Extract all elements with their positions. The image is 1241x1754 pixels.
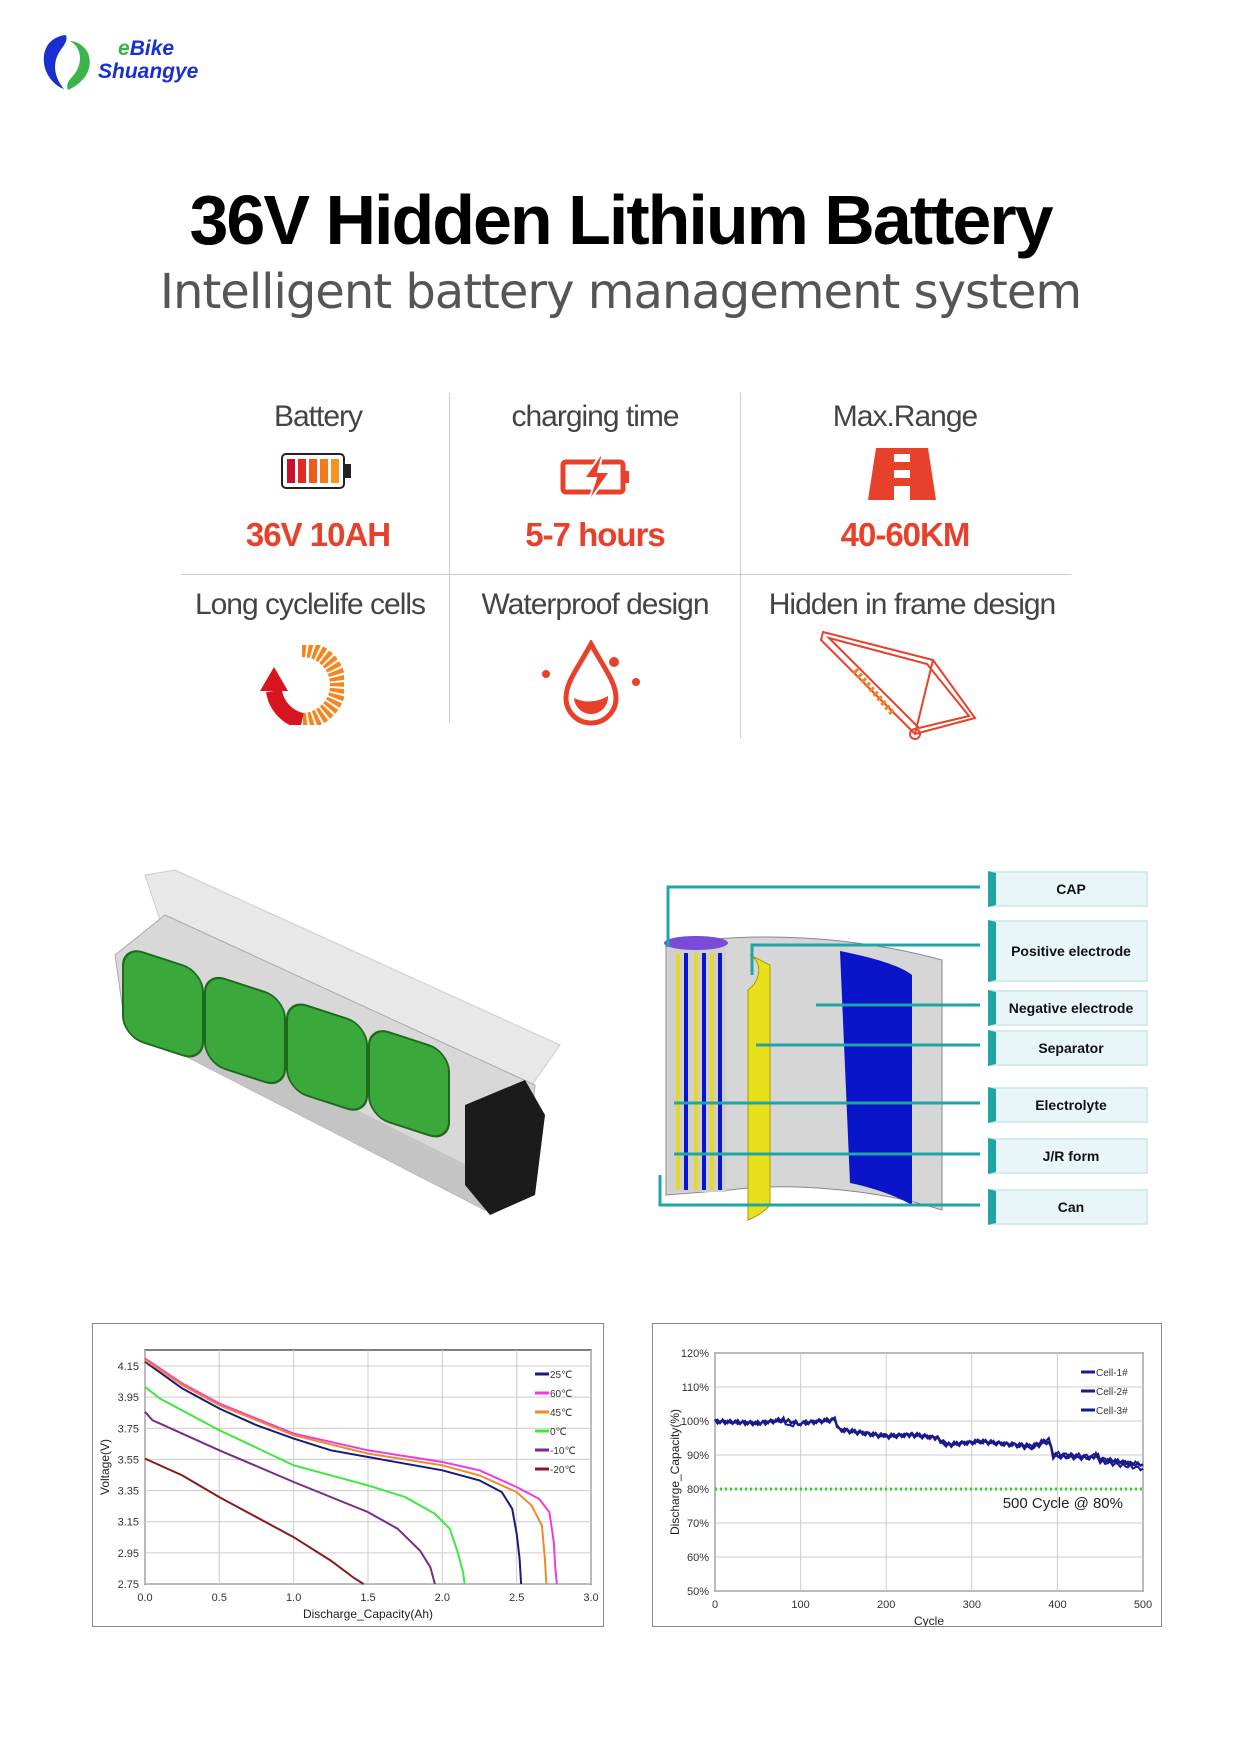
x-tick-label: 0.0 — [137, 1592, 152, 1604]
plot-area — [714, 1352, 1144, 1592]
cell-structure-diagram — [658, 885, 980, 1221]
feature-label-hidden-frame: Hidden in frame design — [768, 588, 1057, 621]
x-tick-label: 1.5 — [360, 1592, 375, 1604]
logo-mark-icon — [43, 35, 90, 90]
logo-text-top: eBike — [118, 37, 175, 60]
grid-divider — [740, 393, 741, 738]
x-tick-label: 3.0 — [583, 1592, 598, 1604]
y-tick-label: 3.75 — [118, 1423, 139, 1435]
x-tick-label: 500 — [1134, 1599, 1152, 1611]
label-separator: Separator — [988, 1030, 1148, 1066]
y-tick-label: 110% — [682, 1382, 710, 1394]
feature-label-charging: charging time — [511, 400, 679, 433]
battery-icon — [281, 453, 351, 489]
legend-label: Cell-2# — [1096, 1387, 1128, 1398]
threshold-label: 500 Cycle @ 80% — [1003, 1495, 1123, 1512]
brand-logo: eBike Shuangye — [38, 33, 238, 93]
series-line — [144, 1360, 523, 1585]
feature-label-cyclelife: Long cyclelife cells — [194, 588, 426, 621]
feature-label-range: Max.Range — [832, 400, 978, 433]
series-line — [144, 1411, 436, 1585]
y-tick-label: 50% — [687, 1586, 709, 1598]
x-tick-label: 1.0 — [286, 1592, 301, 1604]
grid-divider — [449, 393, 450, 723]
label-cap: CAP — [988, 871, 1148, 907]
label-negative-electrode: Negative electrode — [988, 990, 1148, 1026]
legend-label: Cell-3# — [1096, 1406, 1128, 1417]
logo-text-bottom: Shuangye — [98, 60, 199, 83]
legend-label: 45℃ — [550, 1408, 572, 1419]
y-axis-label: Voltage(V) — [98, 1439, 112, 1495]
series-line — [144, 1457, 365, 1585]
label-can: Can — [988, 1189, 1148, 1225]
y-tick-label: 90% — [687, 1450, 709, 1462]
legend-label: 0℃ — [550, 1427, 567, 1438]
legend-label: 25℃ — [550, 1370, 572, 1381]
x-tick-label: 200 — [877, 1599, 895, 1611]
y-tick-label: 4.15 — [118, 1361, 139, 1373]
series-line — [144, 1386, 466, 1585]
series-line — [714, 1417, 1144, 1472]
label-positive-electrode: Positive electrode — [988, 920, 1148, 982]
y-tick-label: 3.35 — [118, 1486, 139, 1498]
series-line — [144, 1357, 558, 1585]
x-tick-label: 400 — [1048, 1599, 1066, 1611]
feature-value-charging: 5-7 hours — [525, 516, 666, 553]
feature-value-range: 40-60KM — [840, 516, 971, 553]
page-title: 36V Hidden Lithium Battery — [189, 181, 1053, 259]
feature-value-battery: 36V 10AH — [245, 516, 391, 553]
road-icon — [868, 448, 936, 500]
bike-frame-icon — [819, 630, 977, 740]
cycle-life-chart: 0 100 200 300 400 500 120% 110% 100% 90% 80% 70% 60%… — [652, 1323, 1162, 1627]
y-tick-label: 120% — [681, 1348, 709, 1360]
y-tick-label: 100% — [681, 1416, 709, 1428]
cycle-arrow-icon — [260, 645, 344, 725]
x-tick-label: 0 — [712, 1599, 718, 1611]
x-tick-label: 0.5 — [212, 1592, 227, 1604]
battery-pack-image — [114, 869, 561, 1215]
x-axis-label: Cycle — [914, 1614, 944, 1627]
discharge-voltage-chart: 0.0 0.5 1.0 1.5 2.0 2.5 3.0 4.15 3.95 3.75 3.55 3.3… — [92, 1323, 604, 1627]
y-tick-label: 60% — [687, 1552, 709, 1564]
charging-battery-icon — [560, 449, 629, 504]
y-axis-label: Discharge_Capacity(%) — [668, 1409, 682, 1535]
y-tick-label: 2.75 — [118, 1579, 139, 1591]
y-tick-label: 3.95 — [118, 1392, 139, 1404]
y-tick-label: 3.55 — [118, 1454, 139, 1466]
x-tick-label: 300 — [963, 1599, 981, 1611]
legend-label: -10℃ — [550, 1446, 576, 1457]
y-tick-label: 2.95 — [118, 1548, 139, 1560]
label-electrolyte: Electrolyte — [988, 1087, 1148, 1123]
feature-label-battery: Battery — [273, 400, 363, 433]
x-axis-label: Discharge_Capacity(Ah) — [303, 1607, 433, 1621]
y-tick-label: 3.15 — [118, 1517, 139, 1529]
water-drop-icon — [542, 640, 640, 726]
legend-label: -20℃ — [550, 1465, 576, 1476]
y-tick-label: 70% — [687, 1518, 709, 1530]
x-tick-label: 100 — [791, 1599, 809, 1611]
x-tick-label: 2.5 — [509, 1592, 524, 1604]
page-subtitle: Intelligent battery management system — [159, 264, 1082, 320]
legend-label: Cell-1# — [1096, 1368, 1128, 1379]
series-line — [714, 1416, 1144, 1467]
legend-label: 60℃ — [550, 1389, 572, 1400]
label-jr-form: J/R form — [988, 1138, 1148, 1174]
grid-divider — [181, 574, 1071, 575]
x-tick-label: 2.0 — [435, 1592, 450, 1604]
feature-label-waterproof: Waterproof design — [481, 588, 709, 621]
y-tick-label: 80% — [687, 1484, 709, 1496]
series-line — [144, 1359, 548, 1585]
